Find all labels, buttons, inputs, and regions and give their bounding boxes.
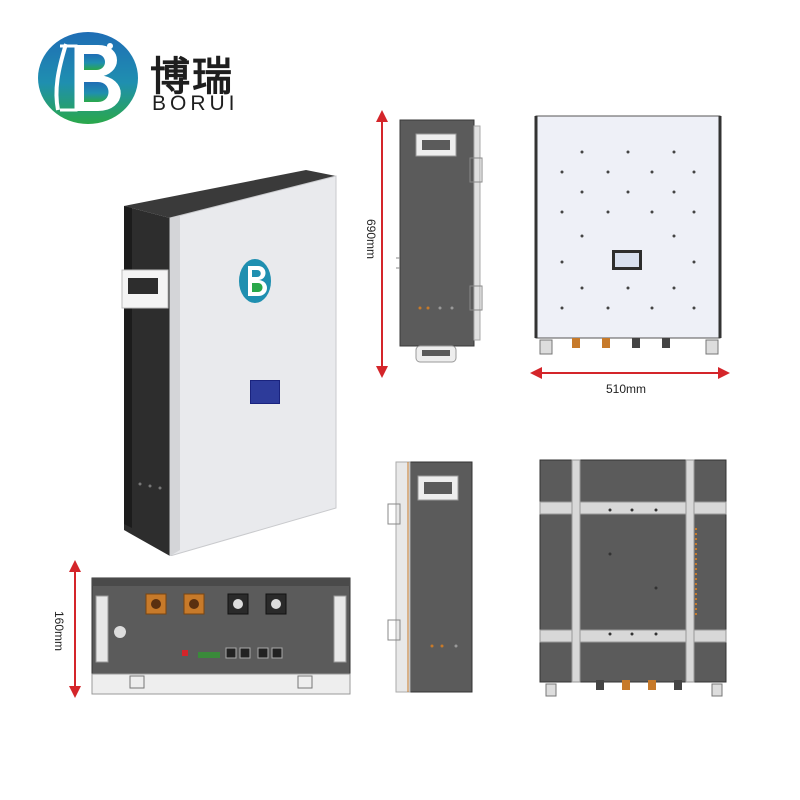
battery-3d-view [110,166,342,557]
depth-arrow [69,560,81,698]
side-view-top [396,118,488,368]
width-arrow [530,367,730,379]
brand-logo [36,30,140,126]
panel-logo-icon [238,258,272,304]
front-view-top [532,112,726,362]
height-arrow [376,110,388,378]
connector-panel-view [90,576,354,698]
back-view-bottom [536,458,730,700]
nameplate-label [250,380,280,404]
brand-name-chinese: 博瑞 [150,54,234,100]
side-view-bottom [386,460,482,698]
height-dimension-label: 690mm [364,218,378,259]
borui-logo-icon [38,32,138,124]
width-dimension-label: 510mm [606,382,647,396]
brand-name-english: BORUI [152,92,239,115]
depth-dimension-label: 160mm [52,610,66,651]
